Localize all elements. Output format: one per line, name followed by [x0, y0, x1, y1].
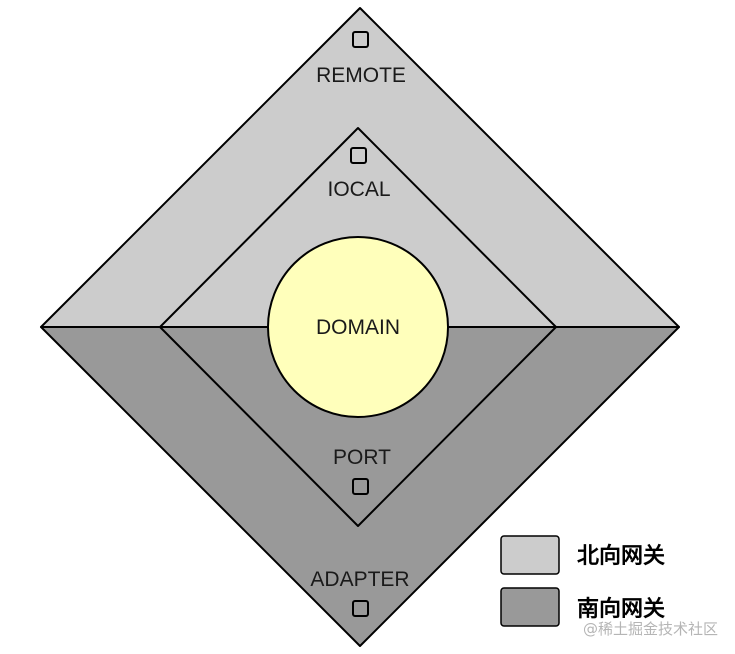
- remote-label: REMOTE: [316, 64, 406, 87]
- legend-swatch-south: [500, 587, 560, 627]
- domain-label: DOMAIN: [316, 316, 400, 339]
- legend-swatch-north: [500, 535, 560, 575]
- port-port-square: [352, 478, 369, 495]
- remote-port-square: [352, 31, 369, 48]
- local-port-square: [350, 147, 367, 164]
- legend-label-south: 南向网关: [577, 596, 665, 622]
- local-label: IOCAL: [327, 178, 390, 201]
- adapter-port-square: [352, 600, 369, 617]
- watermark-text: @稀土掘金技术社区: [583, 620, 718, 638]
- legend-label-north: 北向网关: [577, 543, 665, 569]
- port-label: PORT: [333, 446, 391, 469]
- adapter-label: ADAPTER: [310, 568, 409, 591]
- domain-circle: [267, 236, 449, 418]
